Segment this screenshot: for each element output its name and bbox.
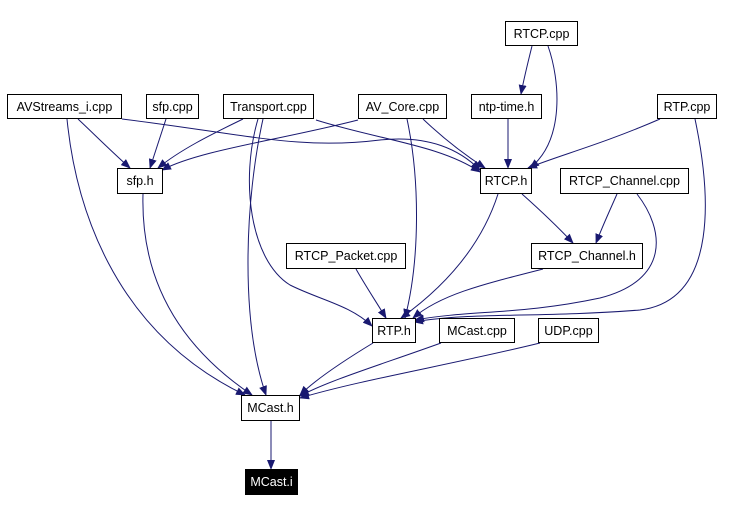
edge-transport-cpp-to-rtp-h [248,118,373,327]
node-rtcp-cpp[interactable]: RTCP.cpp [505,21,578,46]
edge-transport-cpp-to-rtcp-h [315,119,481,173]
node-sfp-cpp[interactable]: sfp.cpp [146,94,199,119]
edge-rtcp-cpp-to-rtcp-h [529,45,558,169]
edge-rtcp-channel-cpp-to-rtp-h [414,193,657,323]
node-transport-cpp[interactable]: Transport.cpp [223,94,314,119]
node-rtp-cpp[interactable]: RTP.cpp [657,94,717,119]
node-rtcp-channel-h[interactable]: RTCP_Channel.h [531,243,643,269]
edge-rtcp-channel-h-to-rtp-h [412,268,544,319]
edge-mcast-cpp-to-mcast-h [299,342,442,397]
edge-rtcp-packet-cpp-to-rtp-h [355,268,387,319]
node-udp-cpp[interactable]: UDP.cpp [538,318,599,343]
edge-rtcp-cpp-to-ntp-time-h [518,45,533,95]
edge-rtp-cpp-to-rtp-h [413,118,706,325]
edge-av-core-cpp-to-rtp-h [403,118,418,319]
edge-sfp-cpp-to-sfp-h [148,118,167,169]
edge-av-core-cpp-to-rtcp-h [422,118,486,169]
node-mcast-i[interactable]: MCast.i [245,469,298,495]
node-rtp-h[interactable]: RTP.h [372,318,416,343]
node-rtcp-channel-cpp[interactable]: RTCP_Channel.cpp [560,168,689,194]
node-mcast-cpp[interactable]: MCast.cpp [439,318,515,343]
edge-rtp-cpp-to-rtcp-h [527,118,661,169]
node-av-core-cpp[interactable]: AV_Core.cpp [358,94,447,119]
node-rtcp-h[interactable]: RTCP.h [480,168,532,194]
edge-av-core-cpp-to-sfp-h [161,119,359,171]
edge-avstreams-i-cpp-to-sfp-h [77,118,131,169]
node-sfp-h[interactable]: sfp.h [117,168,163,194]
edge-sfp-h-to-mcast-h [142,193,253,396]
edge-rtcp-h-to-rtcp-channel-h [521,193,574,244]
edge-rtcp-channel-cpp-to-rtcp-channel-h [595,193,618,244]
node-mcast-h[interactable]: MCast.h [241,395,300,421]
edge-rtp-h-to-mcast-h [299,342,374,396]
edge-udp-cpp-to-mcast-h [299,342,541,400]
node-avstreams-i-cpp[interactable]: AVStreams_i.cpp [7,94,122,119]
edge-transport-cpp-to-sfp-h [157,118,244,169]
edge-transport-cpp-to-mcast-h [247,118,267,396]
edge-avstreams-i-cpp-to-rtcp-h [121,118,481,171]
node-rtcp-packet-cpp[interactable]: RTCP_Packet.cpp [286,243,406,269]
edge-rtcp-h-to-rtp-h [400,193,499,319]
node-ntp-time-h[interactable]: ntp-time.h [471,94,542,119]
edge-avstreams-i-cpp-to-mcast-h [66,118,246,396]
